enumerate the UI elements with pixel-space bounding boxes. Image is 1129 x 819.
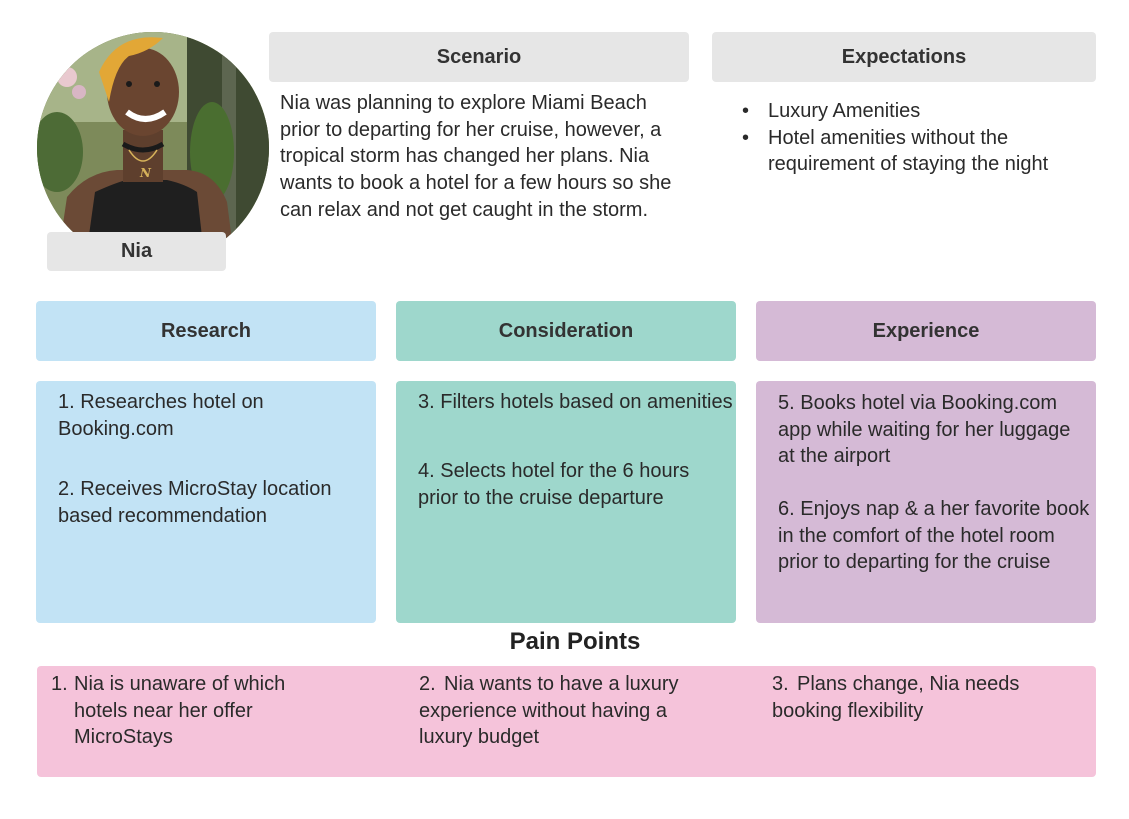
expectation-text: Hotel amenities without the requirement … <box>768 126 1049 176</box>
consideration-step-3: 3. Filters hotels based on amenities <box>418 391 733 413</box>
expectations-header: Expectations <box>712 32 1096 82</box>
consideration-step-4: 4. Selects hotel for the 6 hours prior t… <box>418 460 690 509</box>
bullet-icon: • <box>742 126 750 149</box>
expectations-list: • Luxury Amenities • Hotel amenities witho… <box>742 98 1102 178</box>
phase-header-experience: Experience <box>756 301 1096 361</box>
scenario-text: Nia was planning to explore Miami Beach … <box>280 92 672 221</box>
phase-header-consideration: Consideration <box>396 301 736 361</box>
expectation-item: • Hotel amenities without the requirement… <box>742 125 1102 178</box>
phase-header-research: Research <box>36 301 376 361</box>
pain-point-1-number: 1. <box>51 673 68 695</box>
pain-points-title: Pain Points <box>509 628 641 655</box>
pain-point-2-text: Nia wants to have a luxury experience wi… <box>419 673 679 749</box>
research-step-2: 2. Receives MicroStay location based rec… <box>58 478 332 527</box>
phase-body-research: 1. Researches hotel on Booking.com 2. Re… <box>36 381 376 623</box>
bullet-icon: • <box>742 100 750 122</box>
pain-point-1-text: Nia is unaware of which hotels near her … <box>74 673 286 749</box>
expectation-item: • Luxury Amenities <box>742 98 1102 125</box>
scenario-header: Scenario <box>269 32 689 82</box>
phase-body-experience: 5. Books hotel via Booking.com app while… <box>756 381 1096 623</box>
phase-body-consideration: 3. Filters hotels based on amenities 4. … <box>396 381 736 623</box>
pain-point-2-number: 2. <box>419 673 436 695</box>
experience-step-5: 5. Books hotel via Booking.com app while… <box>778 392 1071 468</box>
persona-photo-illustration: N <box>37 32 269 264</box>
persona-name: Nia <box>47 232 226 271</box>
research-step-1: 1. Researches hotel on Booking.com <box>58 391 264 440</box>
pain-point-3-number: 3. <box>772 673 789 695</box>
expectation-text: Luxury Amenities <box>768 100 921 122</box>
pain-point-3-text: Plans change, Nia needs booking flexibil… <box>772 673 1020 722</box>
svg-text:N: N <box>139 166 152 180</box>
experience-step-6: 6. Enjoys nap & a her favorite book in t… <box>778 498 1090 574</box>
pain-points-box: 1. Nia is unaware of which hotels near h… <box>37 666 1096 777</box>
persona-photo: N <box>37 32 269 264</box>
